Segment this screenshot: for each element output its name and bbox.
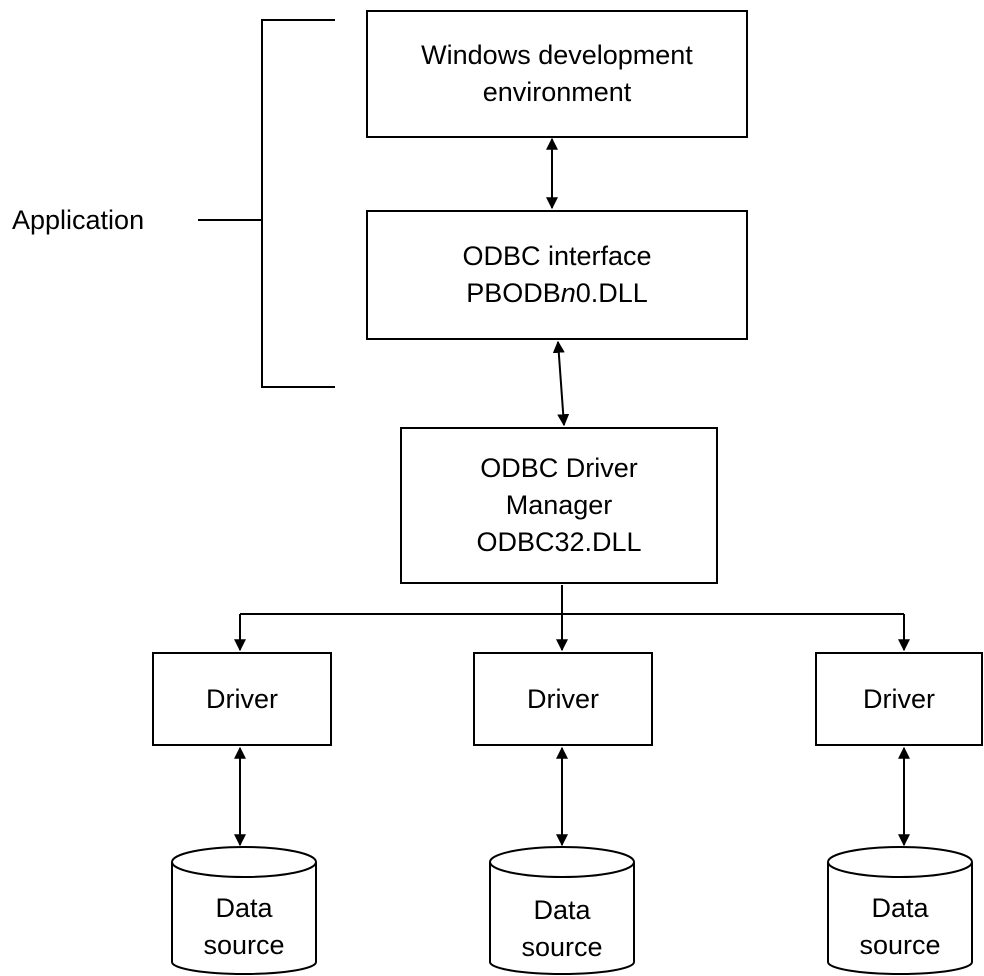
dll-suffix: 0.DLL [575, 278, 648, 308]
data-source-1-line-1: Data [215, 893, 273, 923]
driver-manager-line-3: ODBC32.DLL [476, 527, 642, 557]
data-source-2-line-2: source [521, 932, 603, 962]
data-source-cylinder-2 [489, 846, 635, 975]
driver-box-3: Driver [815, 652, 983, 746]
data-source-1-line-2: source [203, 930, 285, 960]
windows-development-environment-box: Windows development environment [366, 10, 748, 138]
driver-label-1: Driver [206, 683, 278, 714]
driver-manager-line-1: ODBC Driver [480, 453, 638, 483]
data-source-label-2: Data source [490, 892, 634, 966]
application-label: Application [12, 205, 145, 235]
odbc-driver-manager-box: ODBC Driver Manager ODBC32.DLL [400, 427, 718, 584]
data-source-label-1: Data source [172, 890, 316, 964]
driver-box-2: Driver [473, 652, 653, 746]
data-source-cylinder-3 [827, 846, 973, 975]
data-source-3-line-1: Data [871, 893, 929, 923]
windows-env-line-1: Windows development [421, 40, 693, 70]
driver-label-3: Driver [863, 683, 935, 714]
odbc-interface-dll-name: PBODBn0.DLL [466, 275, 648, 312]
driver-box-1: Driver [152, 652, 332, 746]
data-source-cylinder-1 [171, 846, 317, 975]
odbc-interface-box: ODBC interface PBODBn0.DLL [366, 210, 748, 340]
data-source-2-line-1: Data [533, 895, 591, 925]
dll-prefix: PBODB [466, 278, 561, 308]
odbc-interface-line-1: ODBC interface [462, 241, 652, 271]
dll-version-variable: n [560, 278, 576, 308]
data-source-3-line-2: source [859, 930, 941, 960]
driver-manager-line-2: Manager [505, 490, 613, 520]
windows-env-line-2: environment [482, 77, 632, 107]
data-source-label-3: Data source [828, 890, 972, 964]
driver-label-2: Driver [527, 683, 599, 714]
arrow-interface-to-manager [552, 340, 570, 427]
application-bracket [261, 19, 335, 388]
